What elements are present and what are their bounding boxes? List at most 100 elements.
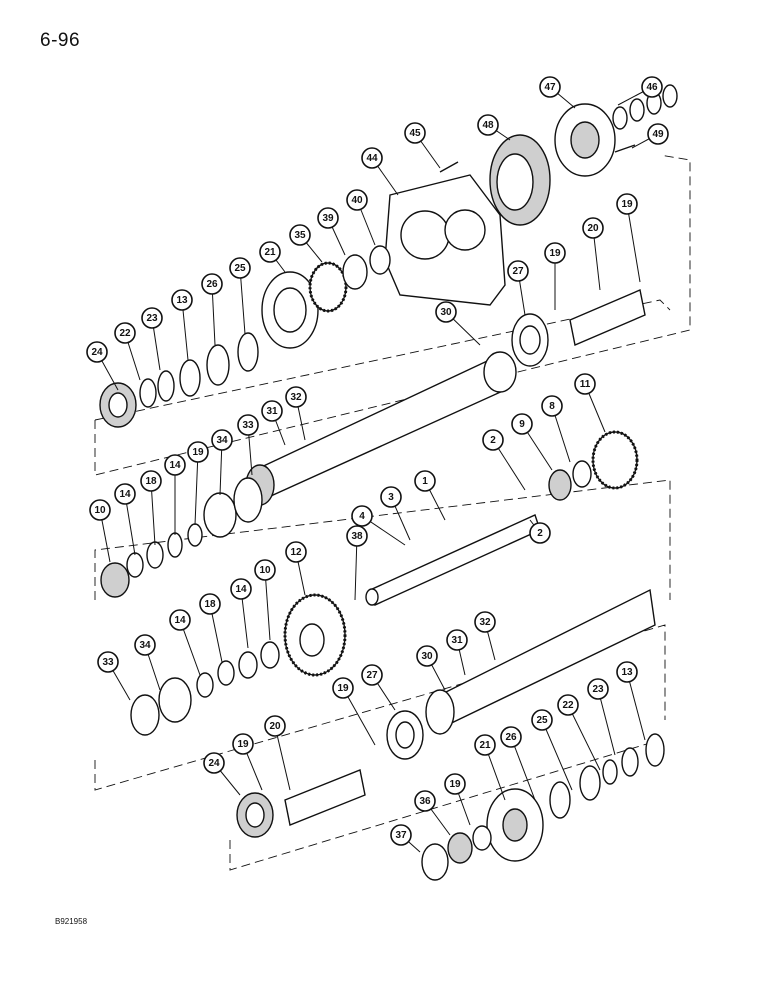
callout-11: 11 [574,373,596,395]
callout-number: 3 [388,492,394,503]
callout-32: 32 [285,386,307,408]
callout-35: 35 [289,224,311,246]
callout-13: 13 [171,289,193,311]
callout-14: 14 [114,483,136,505]
callout-number: 20 [269,721,281,732]
callout-22: 22 [557,694,579,716]
group-boundary-lines [94,154,691,871]
part-bearing-24-lower [236,792,274,838]
callout-number: 37 [395,830,407,841]
part-bolt-45 [439,161,459,173]
callout-31: 31 [446,629,468,651]
callout-number: 18 [204,599,216,610]
part-bearing-24-upper [99,382,137,428]
callout-33: 33 [97,651,119,673]
callout-21: 21 [259,241,281,263]
leader-line [541,719,573,791]
callout-number: 32 [479,617,491,628]
callout-12: 12 [285,541,307,563]
callout-number: 31 [451,635,463,646]
leader-line [274,725,291,791]
part-clutch-pack-lower [425,588,656,735]
part-small-rings-mid [126,477,263,578]
callout-number: 25 [536,715,548,726]
part-piston-27-upper [511,313,549,367]
callout-32: 32 [474,611,496,633]
part-drum-21-lower [486,788,544,862]
callout-20: 20 [582,217,604,239]
callout-48: 48 [477,114,499,136]
callout-8: 8 [541,395,563,417]
callout-number: 48 [482,120,494,131]
callout-39: 39 [317,207,339,229]
callout-20: 20 [264,715,286,737]
part-bolt-49 [614,144,636,153]
callout-24: 24 [86,341,108,363]
callout-number: 21 [264,247,276,258]
page-number: 6-96 [40,30,81,51]
callout-34: 34 [211,429,233,451]
callout-number: 46 [646,82,658,93]
callout-number: 23 [146,313,158,324]
part-bearing-36-37 [421,825,492,881]
callout-number: 49 [652,129,664,140]
callout-14: 14 [169,609,191,631]
callout-19: 19 [444,773,466,795]
callout-47: 47 [539,76,561,98]
callout-number: 32 [290,392,302,403]
part-gear-11 [591,430,639,490]
callout-number: 14 [235,584,247,595]
callout-number: 19 [337,683,349,694]
callout-number: 27 [512,266,524,277]
leader-line [567,704,601,771]
part-bearing-10-mid [100,562,130,598]
callout-34: 34 [134,634,156,656]
part-small-rings-lower-right [549,733,665,819]
callout-33: 33 [237,414,259,436]
callout-number: 4 [359,511,365,522]
callout-19: 19 [332,677,354,699]
callout-number: 21 [479,740,491,751]
callout-19: 19 [616,193,638,215]
callout-number: 30 [421,651,433,662]
callout-number: 19 [621,199,633,210]
callout-number: 14 [169,460,181,471]
callout-number: 22 [562,700,574,711]
callout-46: 46 [641,76,663,98]
callout-30: 30 [416,645,438,667]
callout-49: 49 [647,123,669,145]
callout-1: 1 [414,470,436,492]
part-rings-8-9 [548,460,592,501]
callout-24: 24 [203,752,225,774]
callout-number: 1 [422,476,428,487]
callout-21: 21 [474,734,496,756]
callout-number: 39 [322,213,334,224]
callout-10: 10 [254,559,276,581]
part-piston-27-lower [386,710,424,760]
callout-number: 24 [91,347,103,358]
callout-number: 13 [621,667,633,678]
callout-22: 22 [114,322,136,344]
part-gear-12 [283,593,347,677]
callout-45: 45 [404,122,426,144]
leader-line [626,203,641,283]
callout-number: 18 [145,476,157,487]
callout-number: 20 [587,223,599,234]
part-small-rings-upper [139,332,259,408]
callout-number: 34 [216,435,228,446]
callout-31: 31 [261,400,283,422]
callout-26: 26 [500,726,522,748]
callout-13: 13 [616,661,638,683]
callout-25: 25 [531,709,553,731]
callout-number: 24 [208,758,220,769]
callout-23: 23 [141,307,163,329]
callout-number: 25 [234,263,246,274]
part-carrier-47 [554,103,616,177]
callout-40: 40 [346,189,368,211]
callout-2: 2 [529,522,551,544]
part-shaft-1 [365,514,541,606]
callout-number: 36 [419,796,431,807]
callout-number: 14 [119,489,131,500]
